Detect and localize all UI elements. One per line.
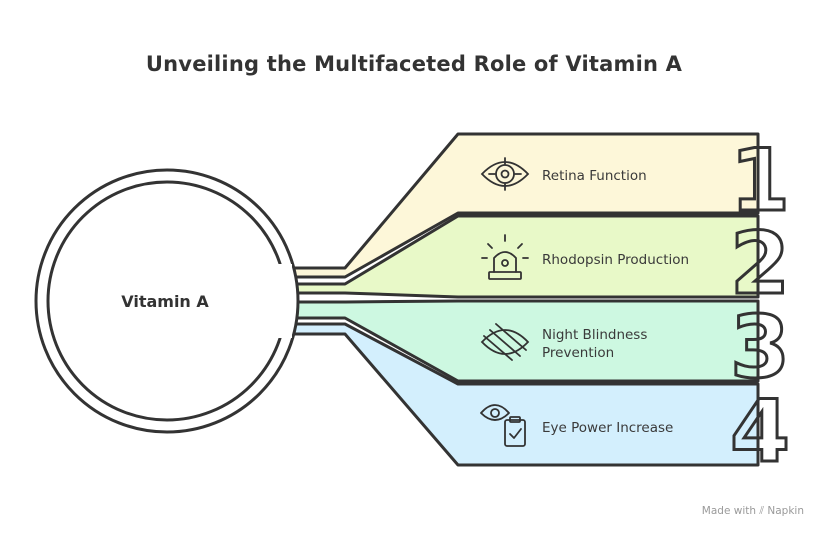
item-label-night-blindness-line1: Night Blindness [542, 327, 647, 343]
eye-target-icon [480, 157, 530, 191]
item-label-eye-power: Eye Power Increase [542, 420, 673, 436]
center-label: Vitamin A [121, 292, 209, 311]
footer-watermark: Made with ⫽ Napkin [701, 505, 804, 517]
eye-slash-icon [480, 323, 530, 361]
number-1: 1 [730, 131, 790, 231]
number-3: 3 [730, 298, 790, 398]
alarm-light-icon [481, 234, 529, 280]
band-3 [286, 299, 760, 383]
eye-clipboard-icon [480, 404, 526, 447]
item-label-rhodopsin: Rhodopsin Production [542, 252, 689, 268]
item-label-retina: Retina Function [542, 168, 647, 184]
number-2: 2 [730, 214, 790, 314]
number-4: 4 [730, 382, 790, 482]
page-title: Unveiling the Multifaceted Role of Vitam… [145, 52, 683, 76]
item-label-night-blindness-line2: Prevention [542, 345, 614, 361]
center-circle: Vitamin A [34, 168, 300, 434]
band-1 [286, 132, 760, 279]
band-4 [286, 322, 760, 467]
band-2 [286, 214, 760, 299]
